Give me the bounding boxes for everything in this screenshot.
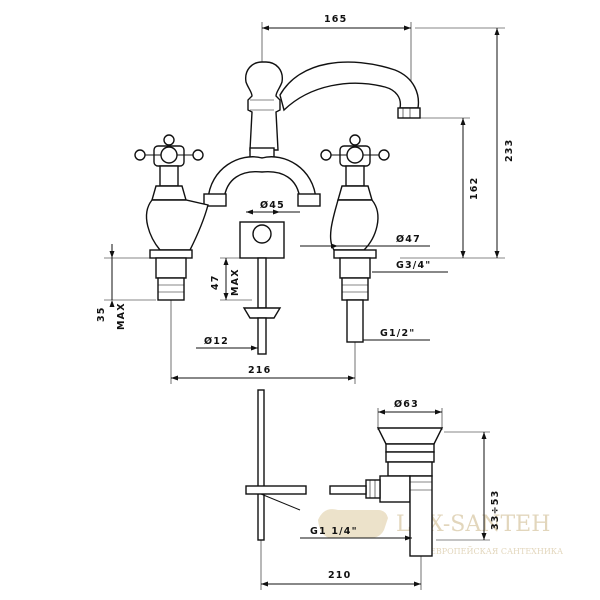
dim-label-g12: G1/2" xyxy=(380,328,415,339)
central-column xyxy=(245,61,283,159)
dim-label-d45: Ø45 xyxy=(260,200,285,211)
popup-rod xyxy=(245,389,307,541)
dim-label-max2: MAX xyxy=(116,302,127,330)
dim-label-g114: G1 1/4" xyxy=(310,526,358,537)
watermark-tagline: ЕВРОПЕЙСКАЯ САНТЕХНИКА xyxy=(430,547,563,556)
dim-233: 233 xyxy=(400,27,515,259)
dim-d45: Ø45 xyxy=(246,200,300,215)
spout xyxy=(279,61,421,119)
dim-g114: G1 1/4" xyxy=(300,526,412,541)
dim-label-d12: Ø12 xyxy=(204,336,229,347)
dim-label-g34: G3/4" xyxy=(396,260,431,271)
dim-label-d47: Ø47 xyxy=(396,234,421,245)
dim-label-d63: Ø63 xyxy=(394,399,419,410)
dim-label-162: 162 xyxy=(469,177,480,200)
dim-d63: Ø63 xyxy=(377,399,443,430)
dim-label-47: 47 xyxy=(210,274,221,290)
dim-162: 162 xyxy=(418,117,480,258)
dim-33-53: 33÷53 xyxy=(436,431,501,541)
dim-47-max: 47 MAX xyxy=(210,257,252,301)
dim-d12: Ø12 xyxy=(196,336,258,351)
dim-label-33-53: 33÷53 xyxy=(490,490,501,530)
popup-knob xyxy=(239,221,285,355)
dim-216: 216 xyxy=(170,300,356,384)
dim-label-165: 165 xyxy=(324,14,347,25)
left-valve xyxy=(134,134,209,301)
dim-label-35: 35 xyxy=(96,306,107,322)
dim-g12: G1/2" xyxy=(363,328,430,341)
dim-d47: Ø47 xyxy=(300,234,430,249)
bridge xyxy=(203,156,321,207)
dim-label-233: 233 xyxy=(504,139,515,162)
watermark-bathtub-icon xyxy=(318,509,388,538)
dim-g34: G3/4" xyxy=(372,260,448,273)
dim-label-max1: MAX xyxy=(230,268,241,296)
dim-35-max: 35 MAX xyxy=(96,244,156,330)
waste-assembly xyxy=(329,427,444,557)
dim-label-210: 210 xyxy=(328,570,351,581)
dim-210: 210 xyxy=(260,540,422,590)
right-valve xyxy=(320,134,390,343)
dim-label-216: 216 xyxy=(248,365,271,376)
